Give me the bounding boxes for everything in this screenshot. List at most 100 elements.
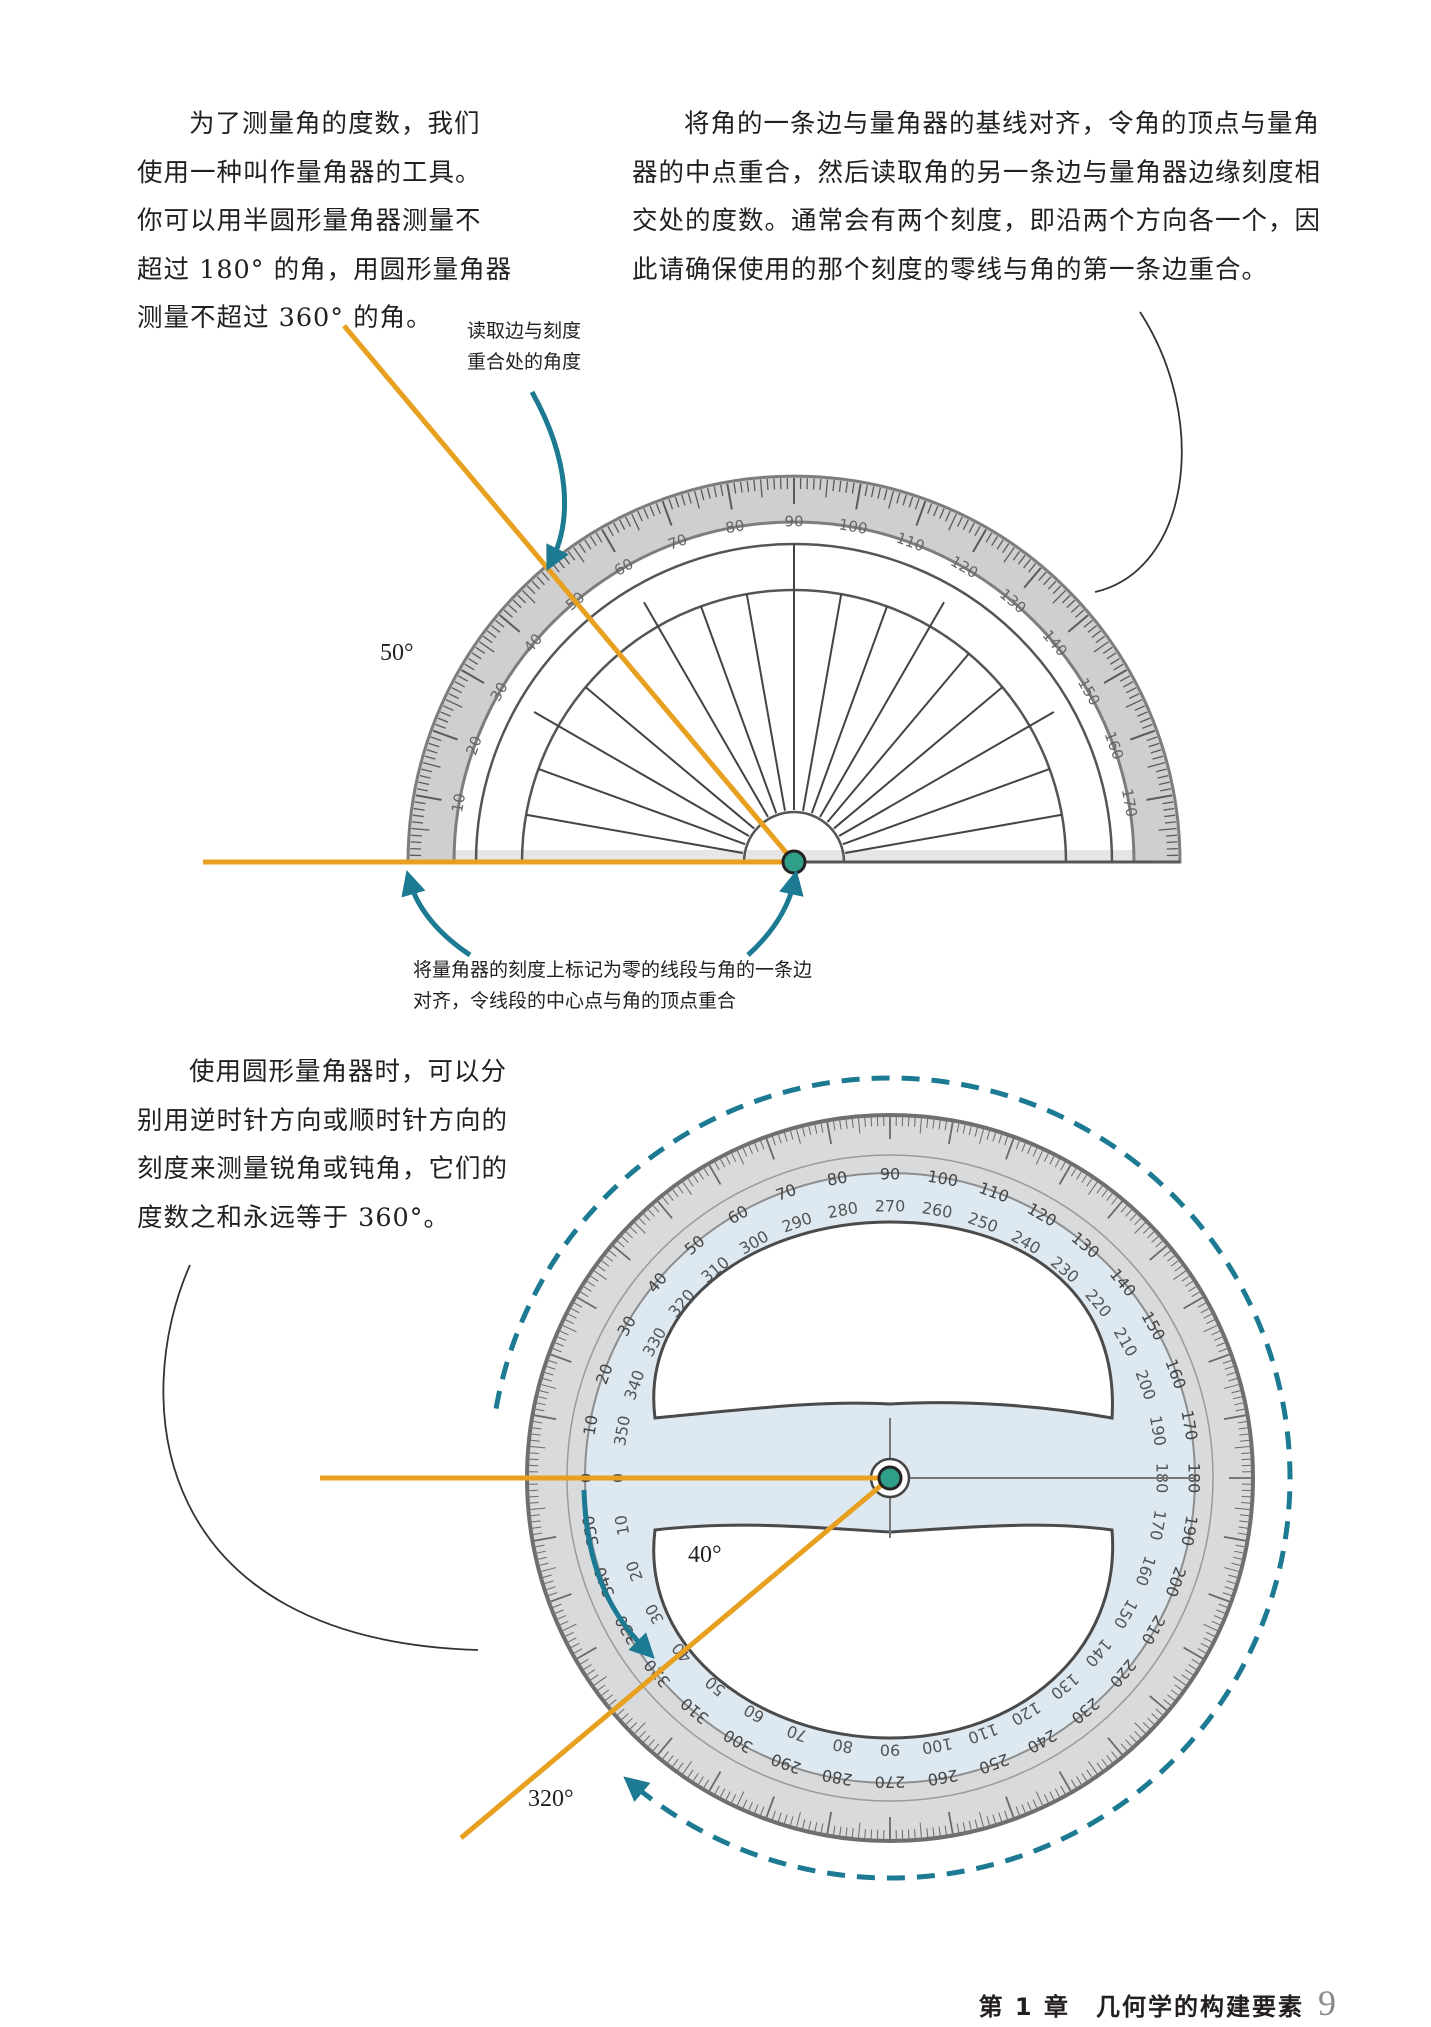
circle-tick	[1235, 1544, 1245, 1548]
circle-tick	[979, 1812, 984, 1827]
circle-tick	[1076, 1776, 1082, 1785]
protractor-tick	[888, 490, 895, 509]
circle-tick	[1043, 1794, 1049, 1803]
protractor-tick	[584, 539, 592, 550]
circle-tick	[557, 1336, 567, 1341]
circle-tick	[1200, 1308, 1209, 1314]
protractor-tick	[1128, 693, 1140, 700]
circle-tick	[765, 1796, 775, 1818]
circle-outer-label: 90	[880, 1165, 900, 1184]
circle-tick	[1167, 1694, 1175, 1701]
protractor-tick	[418, 781, 430, 786]
circle-tick	[617, 1708, 625, 1716]
circle-tick	[1237, 1532, 1247, 1535]
circle-tick	[790, 1130, 794, 1140]
circle-tick	[814, 1124, 818, 1134]
protractor-tick	[1102, 646, 1113, 654]
circle-tick	[1151, 1713, 1159, 1720]
circle-tick	[1070, 1168, 1077, 1177]
read-angle-callout: 读取边与刻度 重合处的角度	[467, 316, 581, 378]
protractor-tick	[619, 519, 626, 530]
circle-tick	[1216, 1342, 1225, 1347]
semicircle-angle-arms	[203, 324, 807, 875]
circle-tick	[938, 1120, 941, 1130]
protractor-tick	[1052, 590, 1066, 604]
protractor-tick	[413, 807, 425, 811]
circle-tick	[1238, 1427, 1248, 1430]
protractor-tick	[766, 478, 769, 490]
circle-tick	[555, 1342, 564, 1347]
protractor-tick	[948, 513, 957, 531]
circle-tick	[808, 1126, 812, 1136]
circle-tick	[580, 1291, 589, 1298]
circle-tick	[998, 1812, 1003, 1822]
protractor-tick	[486, 630, 497, 639]
protractor-tick	[643, 508, 649, 519]
protractor-tick	[567, 550, 576, 561]
protractor-tick	[432, 729, 458, 741]
circle-tick	[1163, 1250, 1171, 1257]
circle-tick	[1173, 1270, 1187, 1280]
protractor-tick	[424, 755, 436, 760]
circle-tick	[643, 1213, 651, 1221]
protractor-tick	[419, 774, 431, 779]
circle-tick	[1206, 1319, 1215, 1325]
circle-tick	[714, 1785, 720, 1794]
protractor-tick	[491, 625, 501, 633]
circle-tick	[612, 1245, 631, 1261]
circle-tick	[576, 1296, 597, 1310]
protractor-tick	[437, 717, 449, 723]
circle-tick	[986, 1130, 990, 1140]
circle-tick	[974, 1127, 978, 1137]
circle-tick	[605, 1255, 613, 1262]
circle-tick	[926, 1118, 929, 1128]
circle-tick	[742, 1799, 748, 1808]
circle-tick	[1155, 1708, 1163, 1716]
circle-tick	[541, 1567, 556, 1572]
protractor-tick	[541, 571, 550, 581]
protractor-tick	[1162, 801, 1174, 805]
circle-tick	[538, 1556, 548, 1560]
callout-line: 对齐，令线段的中心点与角的顶点重合	[413, 990, 737, 1012]
circular-line: 别用逆时针方向或顺时针方向的	[137, 1105, 509, 1136]
protractor-tick	[713, 486, 718, 498]
circle-tick	[1203, 1623, 1218, 1632]
circle-tick	[944, 1121, 947, 1131]
intro-line: 为了测量角的度数，我们	[189, 109, 481, 139]
circle-tick	[814, 1822, 818, 1832]
circle-tick	[583, 1286, 592, 1292]
circle-tick	[1183, 1646, 1204, 1660]
protractor-radial-line	[700, 606, 778, 814]
circle-outer-label: 270	[875, 1773, 906, 1792]
circle-tick	[1054, 1159, 1060, 1168]
protractor-tick	[825, 479, 829, 498]
circle-tick	[1203, 1637, 1212, 1643]
circle-tick	[1149, 1245, 1168, 1261]
circle-tick	[1155, 1240, 1163, 1248]
protractor-tick	[1150, 749, 1162, 754]
circle-tick	[1096, 1762, 1103, 1771]
circle-tick	[593, 1676, 607, 1686]
protractor-tick	[1093, 641, 1109, 653]
protractor-tick	[531, 580, 541, 590]
protractor-center-arc	[742, 810, 846, 863]
protractor-tick	[1061, 594, 1071, 604]
circle-tick	[725, 1156, 731, 1165]
circle-tick	[1232, 1556, 1242, 1560]
circle-tick	[638, 1730, 646, 1739]
protractor-tick	[1155, 768, 1167, 773]
circle-tick	[820, 1823, 824, 1833]
circle-tick	[568, 1313, 577, 1319]
circle-tick	[968, 1126, 972, 1136]
protractor-tick	[1106, 652, 1117, 660]
protractor-tick	[1146, 794, 1173, 801]
circle-tick	[1120, 1205, 1128, 1213]
protractor-tick	[495, 619, 505, 628]
circle-tick	[542, 1574, 552, 1578]
protractor-tick	[838, 480, 842, 492]
circle-inner-label: 80	[831, 1735, 854, 1757]
circle-tick	[731, 1153, 737, 1162]
reflex-measure-arc	[493, 1075, 1293, 1881]
circle-tick	[662, 1197, 669, 1205]
protractor-tick	[1091, 630, 1102, 639]
